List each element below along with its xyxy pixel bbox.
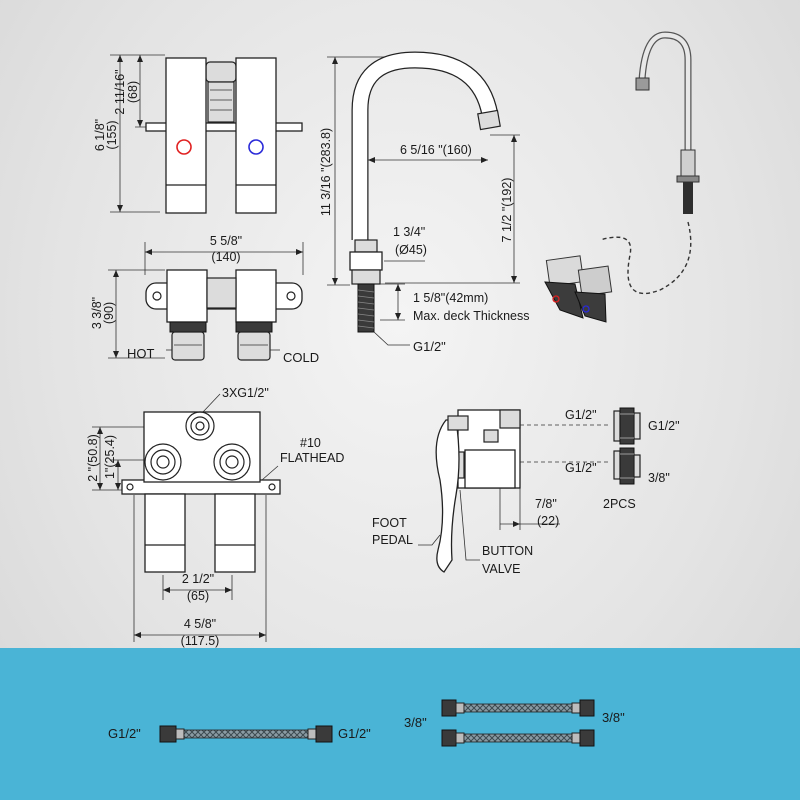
front-top-label: 2 11/16" <box>113 69 127 114</box>
hoses: G1/2" G1/2" 3/8" 3/8" <box>108 699 625 747</box>
overall-label: 4 5/8" <box>184 617 216 631</box>
rear-inlet-height-label: 1"(25.4) <box>103 435 117 479</box>
adapter-qty-label: 2PCS <box>603 497 636 511</box>
spout-height-label: 11 3/16 "(283.8) <box>319 128 333 216</box>
hose-pair-left-label: 3/8" <box>404 715 427 730</box>
screw-label: #10 <box>300 436 321 450</box>
top-depth-label: 3 3/8" <box>90 297 104 329</box>
spout-deck-label: 1 5/8"(42mm) <box>413 291 488 305</box>
offset-mm-label: (22) <box>537 514 559 528</box>
front-view: 6 1/8" (155) 2 11/16" (68) <box>93 54 303 214</box>
spout-base-label: 1 3/4" <box>393 225 425 239</box>
port-bottom-right-label: 3/8" <box>648 471 670 485</box>
side-view: G1/2" G1/2" G1/2" 3/8" 2PCS 7/8" (22) <box>372 407 680 576</box>
front-height-label: 6 1/8" <box>93 119 107 151</box>
rear-mount-height-label: 2 "(50.8) <box>86 434 100 482</box>
port-top-right-label: G1/2" <box>648 419 680 433</box>
port-top-left-label: G1/2" <box>565 408 597 422</box>
overall-mm-label: (117.5) <box>181 634 220 648</box>
inlet-label: 3XG1/2" <box>222 386 269 400</box>
valve-label-line2: VALVE <box>482 562 520 576</box>
hot-label: HOT <box>127 346 155 361</box>
offset-label: 7/8" <box>535 497 557 511</box>
hose-right-end-label: G1/2" <box>338 726 371 741</box>
cold-label: COLD <box>283 350 319 365</box>
product-sketch <box>544 31 700 323</box>
spout-thread-label: G1/2" <box>413 339 446 354</box>
pedal-label-line1: FOOT <box>372 516 407 530</box>
top-view: 5 5/8" (140) 3 3/8" (90) <box>90 234 319 365</box>
hose-pair-right-label: 3/8" <box>602 710 625 725</box>
hose-left-end-label: G1/2" <box>108 726 141 741</box>
spout-reach-label: 6 5/16 "(160) <box>400 143 472 157</box>
top-width-mm-label: (140) <box>211 250 240 264</box>
spout-deck-note: Max. deck Thickness <box>413 309 529 323</box>
spacing-mm-label: (65) <box>187 589 209 603</box>
pedal-label-line2: PEDAL <box>372 533 413 547</box>
accessory-band <box>0 648 800 800</box>
rear-view: 3XG1/2" 2 "(50.8) 1"(25.4) <box>86 386 344 648</box>
screw-type-label: FLATHEAD <box>280 451 344 465</box>
spout-view: 11 3/16 "(283.8) 6 5/16 "(160) <box>319 51 529 354</box>
front-height-mm-label: (155) <box>105 120 119 149</box>
hot-indicator-icon <box>176 139 192 155</box>
valve-label-line1: BUTTON <box>482 544 533 558</box>
top-depth-mm-label: (90) <box>102 302 116 324</box>
spacing-label: 2 1/2" <box>182 572 214 586</box>
front-top-mm-label: (68) <box>126 81 140 103</box>
port-bottom-left-label: G1/2" <box>565 461 597 475</box>
spout-outlet-label: 7 1/2 "(192) <box>500 178 514 243</box>
cold-indicator-icon <box>248 139 264 155</box>
spout-base-mm-label: (Ø45) <box>395 243 427 257</box>
top-width-label: 5 5/8" <box>210 234 242 248</box>
